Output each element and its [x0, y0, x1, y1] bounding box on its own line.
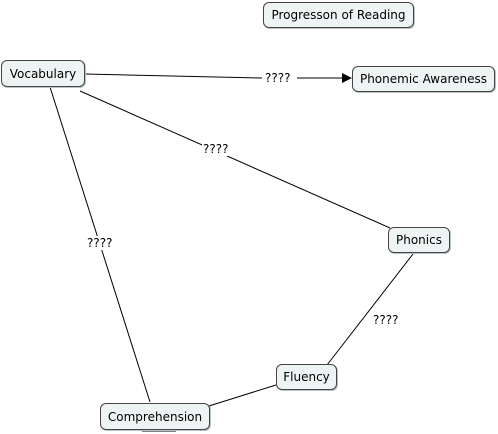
concept-comprehension[interactable]: Comprehension	[100, 403, 210, 430]
link-line-vocabulary-phonemic-a	[84, 73, 263, 79]
link-line-fluency-comprehension	[208, 384, 277, 407]
concept-phonemic-awareness[interactable]: Phonemic Awareness	[352, 66, 495, 92]
concept-vocabulary[interactable]: Vocabulary	[1, 60, 85, 87]
link-line-phonics-fluency	[326, 253, 414, 366]
link-label-phonics-fluency[interactable]: ????	[372, 313, 400, 327]
title-node[interactable]: Progresson of Reading	[263, 2, 414, 28]
link-label-vocabulary-comprehension[interactable]: ????	[86, 236, 114, 250]
concept-fluency[interactable]: Fluency	[276, 364, 337, 390]
concept-phonics[interactable]: Phonics	[388, 227, 450, 253]
link-line-vocabulary-phonics	[79, 90, 391, 229]
link-label-vocabulary-phonics[interactable]: ????	[202, 142, 230, 156]
link-label-vocabulary-phonemic[interactable]: ????	[264, 71, 292, 85]
